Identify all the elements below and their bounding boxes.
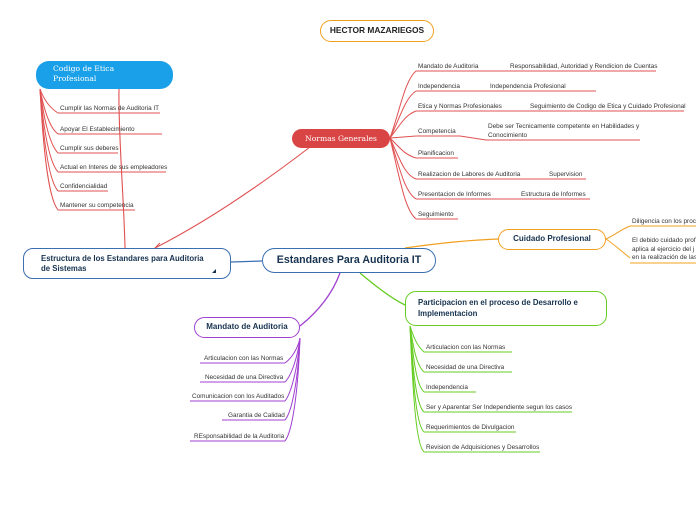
collapse-toggle-icon[interactable] [212, 269, 216, 273]
cuidado-text-2-line3[interactable]: en la realización de las [632, 254, 696, 262]
codigo-item[interactable]: Cumplir sus deberes [60, 145, 119, 152]
normas-subitem[interactable]: Seguimiento de Codigo de Etica y Cuidado… [530, 103, 686, 110]
participacion-title-line1: Participacion en el proceso de Desarroll… [418, 298, 578, 307]
normas-item[interactable]: Seguimiento [418, 211, 454, 218]
mandato-item[interactable]: Garantia de Calidad [228, 412, 285, 419]
participacion-item[interactable]: Necesidad de una Directiva [426, 364, 505, 371]
participacion-node[interactable]: Participacion en el proceso de Desarroll… [405, 291, 607, 326]
normas-subitem[interactable]: Responsabilidad, Autoridad y Rendicion d… [510, 63, 658, 70]
normas-item[interactable]: Competencia [418, 128, 456, 135]
author-label[interactable]: HECTOR MAZARIEGOS [320, 20, 434, 42]
normas-subitem[interactable]: Independencia Profesional [490, 83, 566, 90]
participacion-item[interactable]: Revision de Adquisiciones y Desarrollos [426, 444, 540, 451]
participacion-title-line2: Implementacion [418, 309, 478, 318]
mandato-item[interactable]: Necesidad de una Directiva [205, 374, 284, 381]
normas-subitem-line1[interactable]: Debe ser Tecnicamente competente en Habi… [488, 123, 640, 130]
codigo-item[interactable]: Cumplir las Normas de Auditoria IT [60, 105, 160, 112]
codigo-item[interactable]: Actual en Interes de sus empleadores [60, 164, 168, 171]
mandato-item[interactable]: REsponsabilidad de la Auditoria [194, 433, 285, 440]
cuidado-profesional-node[interactable]: Cuidado Profesional [498, 229, 606, 250]
mandato-auditoria-node[interactable]: Mandato de Auditoria [194, 317, 300, 338]
estructura-title-line1: Estructura de los Estandares para Audito… [41, 254, 204, 263]
normas-item[interactable]: Planificacion [418, 150, 454, 157]
normas-item[interactable]: Mandato de Auditoria [418, 63, 479, 70]
normas-subitem[interactable]: Estructura de Informes [521, 191, 586, 198]
codigo-title-line2: Profesional [53, 74, 97, 83]
normas-item[interactable]: Realizacion de Labores de Auditoria [418, 171, 521, 178]
normas-subitem-line2[interactable]: Conocimiento [488, 132, 528, 139]
codigo-title-line1: Codigo de Etica [53, 64, 115, 73]
estructura-title-line2: de Sistemas [41, 264, 87, 273]
normas-item[interactable]: Etica y Normas Profesionales [418, 103, 502, 110]
participacion-item[interactable]: Ser y Aparentar Ser Independiente segun … [426, 404, 573, 411]
cuidado-text-2-line1[interactable]: El debido cuidado prof [632, 237, 696, 244]
normas-subitem[interactable]: Supervision [549, 171, 583, 178]
participacion-item[interactable]: Independencia [426, 384, 468, 391]
codigo-item[interactable]: Apoyar El Establecimiento [60, 126, 135, 133]
mandato-item[interactable]: Articulacion con las Normas [204, 355, 284, 362]
normas-generales-node[interactable]: Normas Generales [292, 129, 390, 148]
participacion-item[interactable]: Articulacion con las Normas [426, 344, 506, 351]
estructura-node[interactable]: Estructura de los Estandares para Audito… [23, 248, 231, 279]
codigo-etica-node[interactable]: Codigo de Etica Profesional [36, 61, 173, 89]
participacion-item[interactable]: Requerimientos de Divulgacion [426, 424, 515, 431]
cuidado-text-2-line2[interactable]: aplica al ejercicio del j [632, 245, 695, 253]
mandato-item[interactable]: Comunicacion con los Auditados [192, 393, 285, 400]
normas-item[interactable]: Independencia [418, 83, 460, 90]
cuidado-text-1[interactable]: Diligencia con los proc [632, 218, 696, 225]
codigo-item[interactable]: Confidencialidad [60, 183, 108, 190]
central-topic[interactable]: Estandares Para Auditoria IT [262, 248, 436, 273]
normas-item[interactable]: Presentacion de Informes [418, 191, 491, 198]
codigo-item[interactable]: Mantener su competencia [60, 202, 134, 209]
